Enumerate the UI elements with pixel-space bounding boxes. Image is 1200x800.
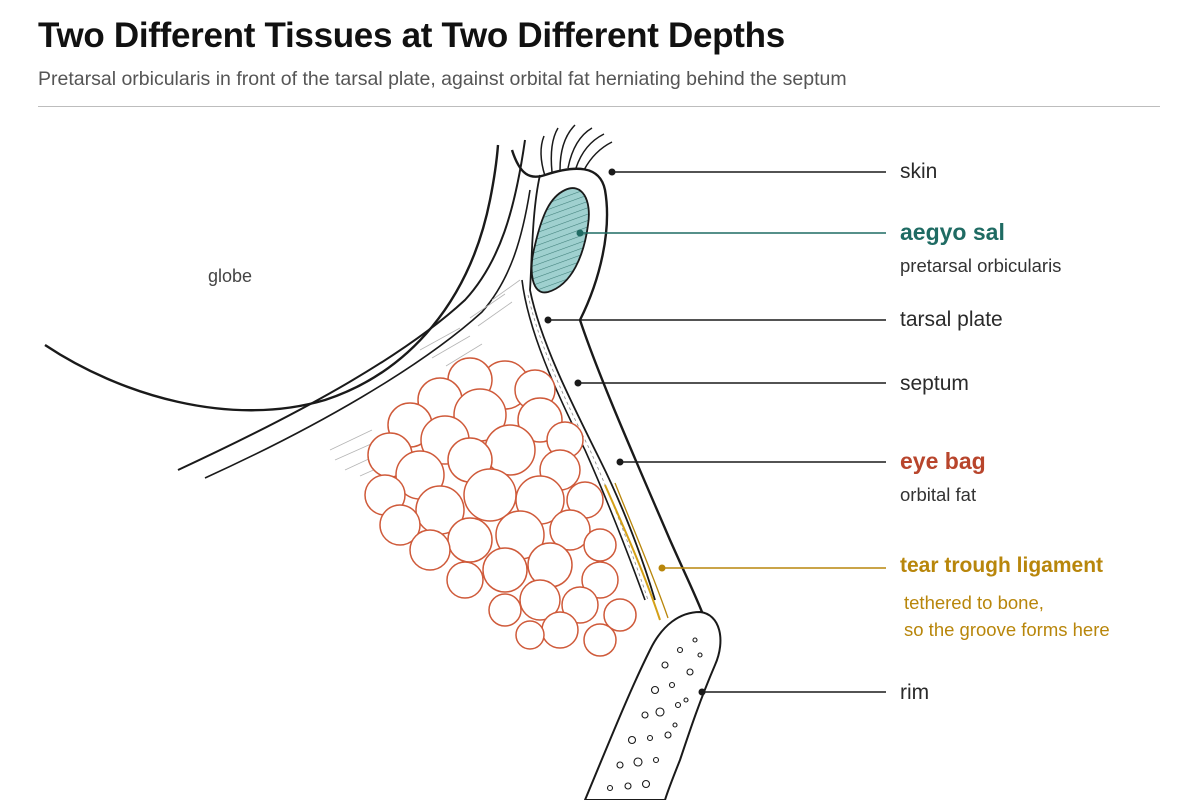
aegyo-sal-label: aegyo sal	[900, 219, 1005, 245]
septum-hatch	[527, 294, 649, 601]
header-divider	[38, 106, 1160, 107]
leader-lines	[544, 168, 886, 696]
tethered-note-line2: so the groove forms here	[904, 619, 1110, 640]
inner-lid-line	[204, 189, 531, 479]
tear-trough-ligament-band-2	[614, 482, 669, 619]
globe-outline	[44, 144, 500, 412]
tarsal-plate-contour	[529, 174, 656, 601]
orbital-fat-label: orbital fat	[900, 484, 977, 505]
skin-label: skin	[900, 160, 938, 183]
orbital-fat-lobules	[364, 357, 637, 657]
tear-trough-ligament-label: tear trough ligament	[900, 554, 1104, 577]
globe-label: globe	[208, 266, 253, 286]
pretarsal-orbicularis-label: pretarsal orbicularis	[900, 255, 1062, 276]
tarsal-plate-label: tarsal plate	[900, 308, 1003, 331]
septum-line	[521, 279, 646, 601]
bone-trabeculae	[606, 637, 703, 792]
tear-trough-ligament-band	[604, 484, 661, 621]
eye-bag-label: eye bag	[900, 448, 986, 474]
pretarsal-orbicularis-muscle	[530, 187, 590, 294]
diagram-subtitle: Pretarsal orbicularis in front of the ta…	[38, 68, 847, 90]
septum-label: septum	[900, 372, 969, 395]
orbital-rim-bone	[583, 610, 722, 800]
tethered-note-line1: tethered to bone,	[904, 592, 1044, 613]
conjunctiva-line	[177, 139, 526, 471]
eyelashes	[540, 124, 613, 177]
rim-label: rim	[900, 681, 930, 704]
diagram-title: Two Different Tissues at Two Different D…	[38, 16, 785, 55]
